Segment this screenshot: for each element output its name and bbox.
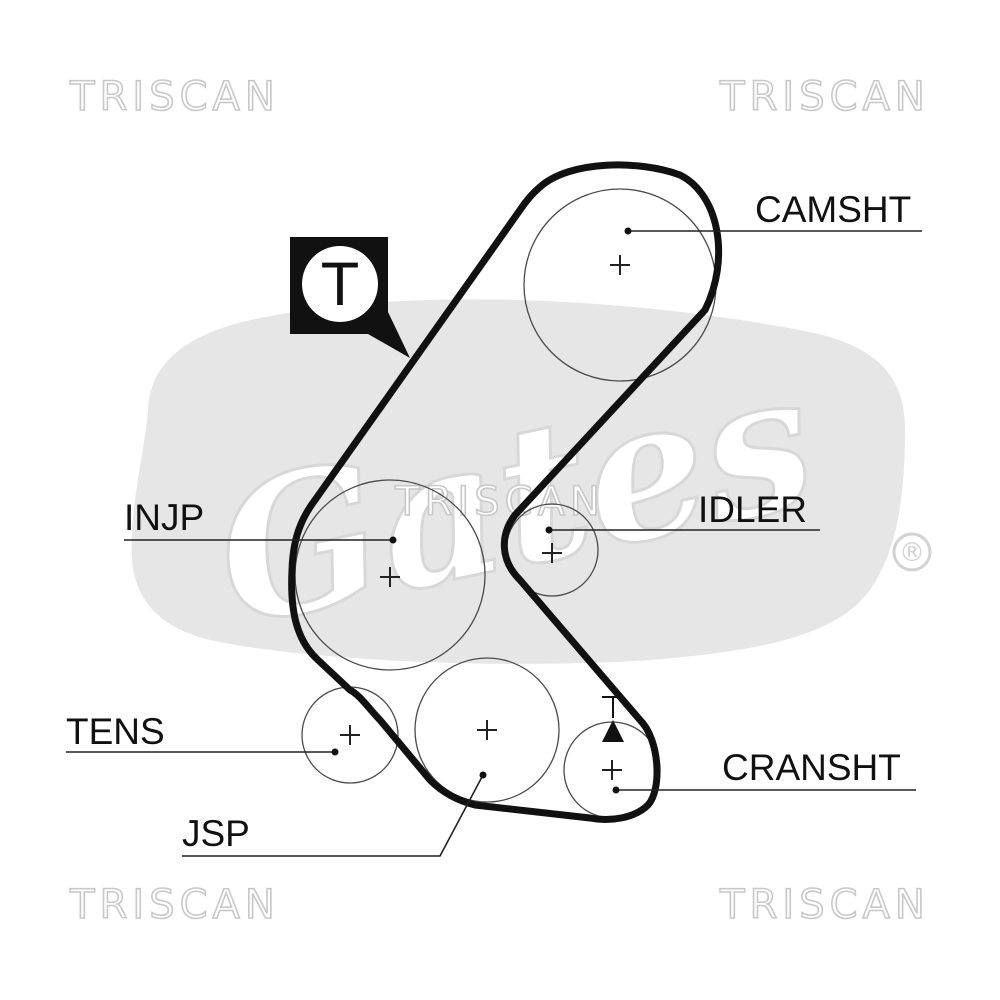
crank-timing-arrow-icon [602, 696, 624, 742]
timing-mark-badge-icon: T [290, 237, 410, 358]
brand-watermark-top-left: TRISCAN [69, 74, 280, 120]
tensioner-label: TENS [66, 711, 165, 752]
injection-pump-leader-dot [389, 536, 397, 544]
jsp-center-mark [477, 720, 497, 740]
injection-pump-label: INJP [124, 497, 204, 538]
pulley-centers [340, 255, 630, 780]
jsp-pulley [414, 657, 560, 803]
jsp-label: JSP [182, 813, 250, 854]
crankshaft-leader-dot [612, 786, 620, 794]
component-labels: CAMSHT INJP IDLER TENS CRANSHT JSP [66, 189, 911, 854]
camshaft-leader-dot [624, 227, 632, 235]
gates-logo-oval [131, 299, 905, 664]
idler-label: IDLER [698, 489, 807, 530]
registered-mark-icon [892, 532, 932, 572]
brand-watermark-bottom-left: TRISCAN [69, 882, 280, 928]
brand-watermark-top-right: TRISCAN [719, 74, 930, 120]
timing-belt [288, 161, 723, 823]
idler-center-mark [542, 543, 562, 563]
brand-watermark-center: TRISCAN [394, 479, 605, 525]
timing-badge-letter: T [321, 251, 358, 319]
brand-watermark-bottom-right: TRISCAN [719, 882, 930, 928]
jsp-leader-dot [479, 771, 487, 779]
camshaft-center-mark [610, 255, 630, 275]
crankshaft-center-mark [602, 760, 622, 780]
camshaft-label: CAMSHT [755, 189, 911, 230]
tensioner-center-mark [340, 725, 360, 745]
watermark-layer: Gates ® TRISCAN TRISCAN TRISCAN TRISCAN … [68, 73, 932, 929]
leader-lines [66, 227, 922, 857]
registered-mark: ® [899, 538, 925, 568]
jsp-leader [182, 774, 484, 857]
idler-leader-dot [545, 526, 553, 534]
injection-pump-center-mark [380, 567, 400, 587]
crankshaft-label: CRANSHT [722, 747, 901, 788]
tensioner-leader-dot [331, 748, 339, 756]
